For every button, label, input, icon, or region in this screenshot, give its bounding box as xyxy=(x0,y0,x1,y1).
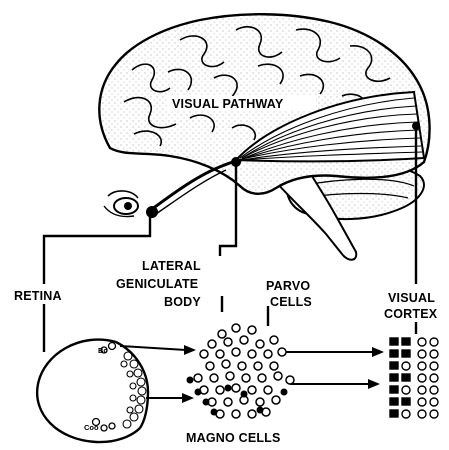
visual-pathway-label: VISUAL PATHWAY xyxy=(172,97,284,111)
geniculate-label: GENICULATE xyxy=(116,277,198,291)
parvo-cells-label: CELLS xyxy=(270,295,312,309)
lateral-geniculate-dot xyxy=(231,157,241,167)
lateral-label: LATERAL xyxy=(142,259,201,273)
lgn-cell-cluster xyxy=(194,324,294,418)
magno-cells-label: MAGNO CELLS xyxy=(186,431,281,445)
retina-label: RETINA xyxy=(14,289,62,303)
visual-label: VISUAL xyxy=(388,291,435,305)
eye-top-cells-label: Bc xyxy=(98,346,108,355)
cortex-label: CORTEX xyxy=(384,307,438,321)
visual-cortex-dot xyxy=(412,122,420,130)
cortex-cell-grid xyxy=(390,338,438,418)
body-label: BODY xyxy=(164,295,201,309)
parvo-label: PARVO xyxy=(266,279,310,293)
eye-bottom-cells-label: Coo xyxy=(84,423,99,432)
